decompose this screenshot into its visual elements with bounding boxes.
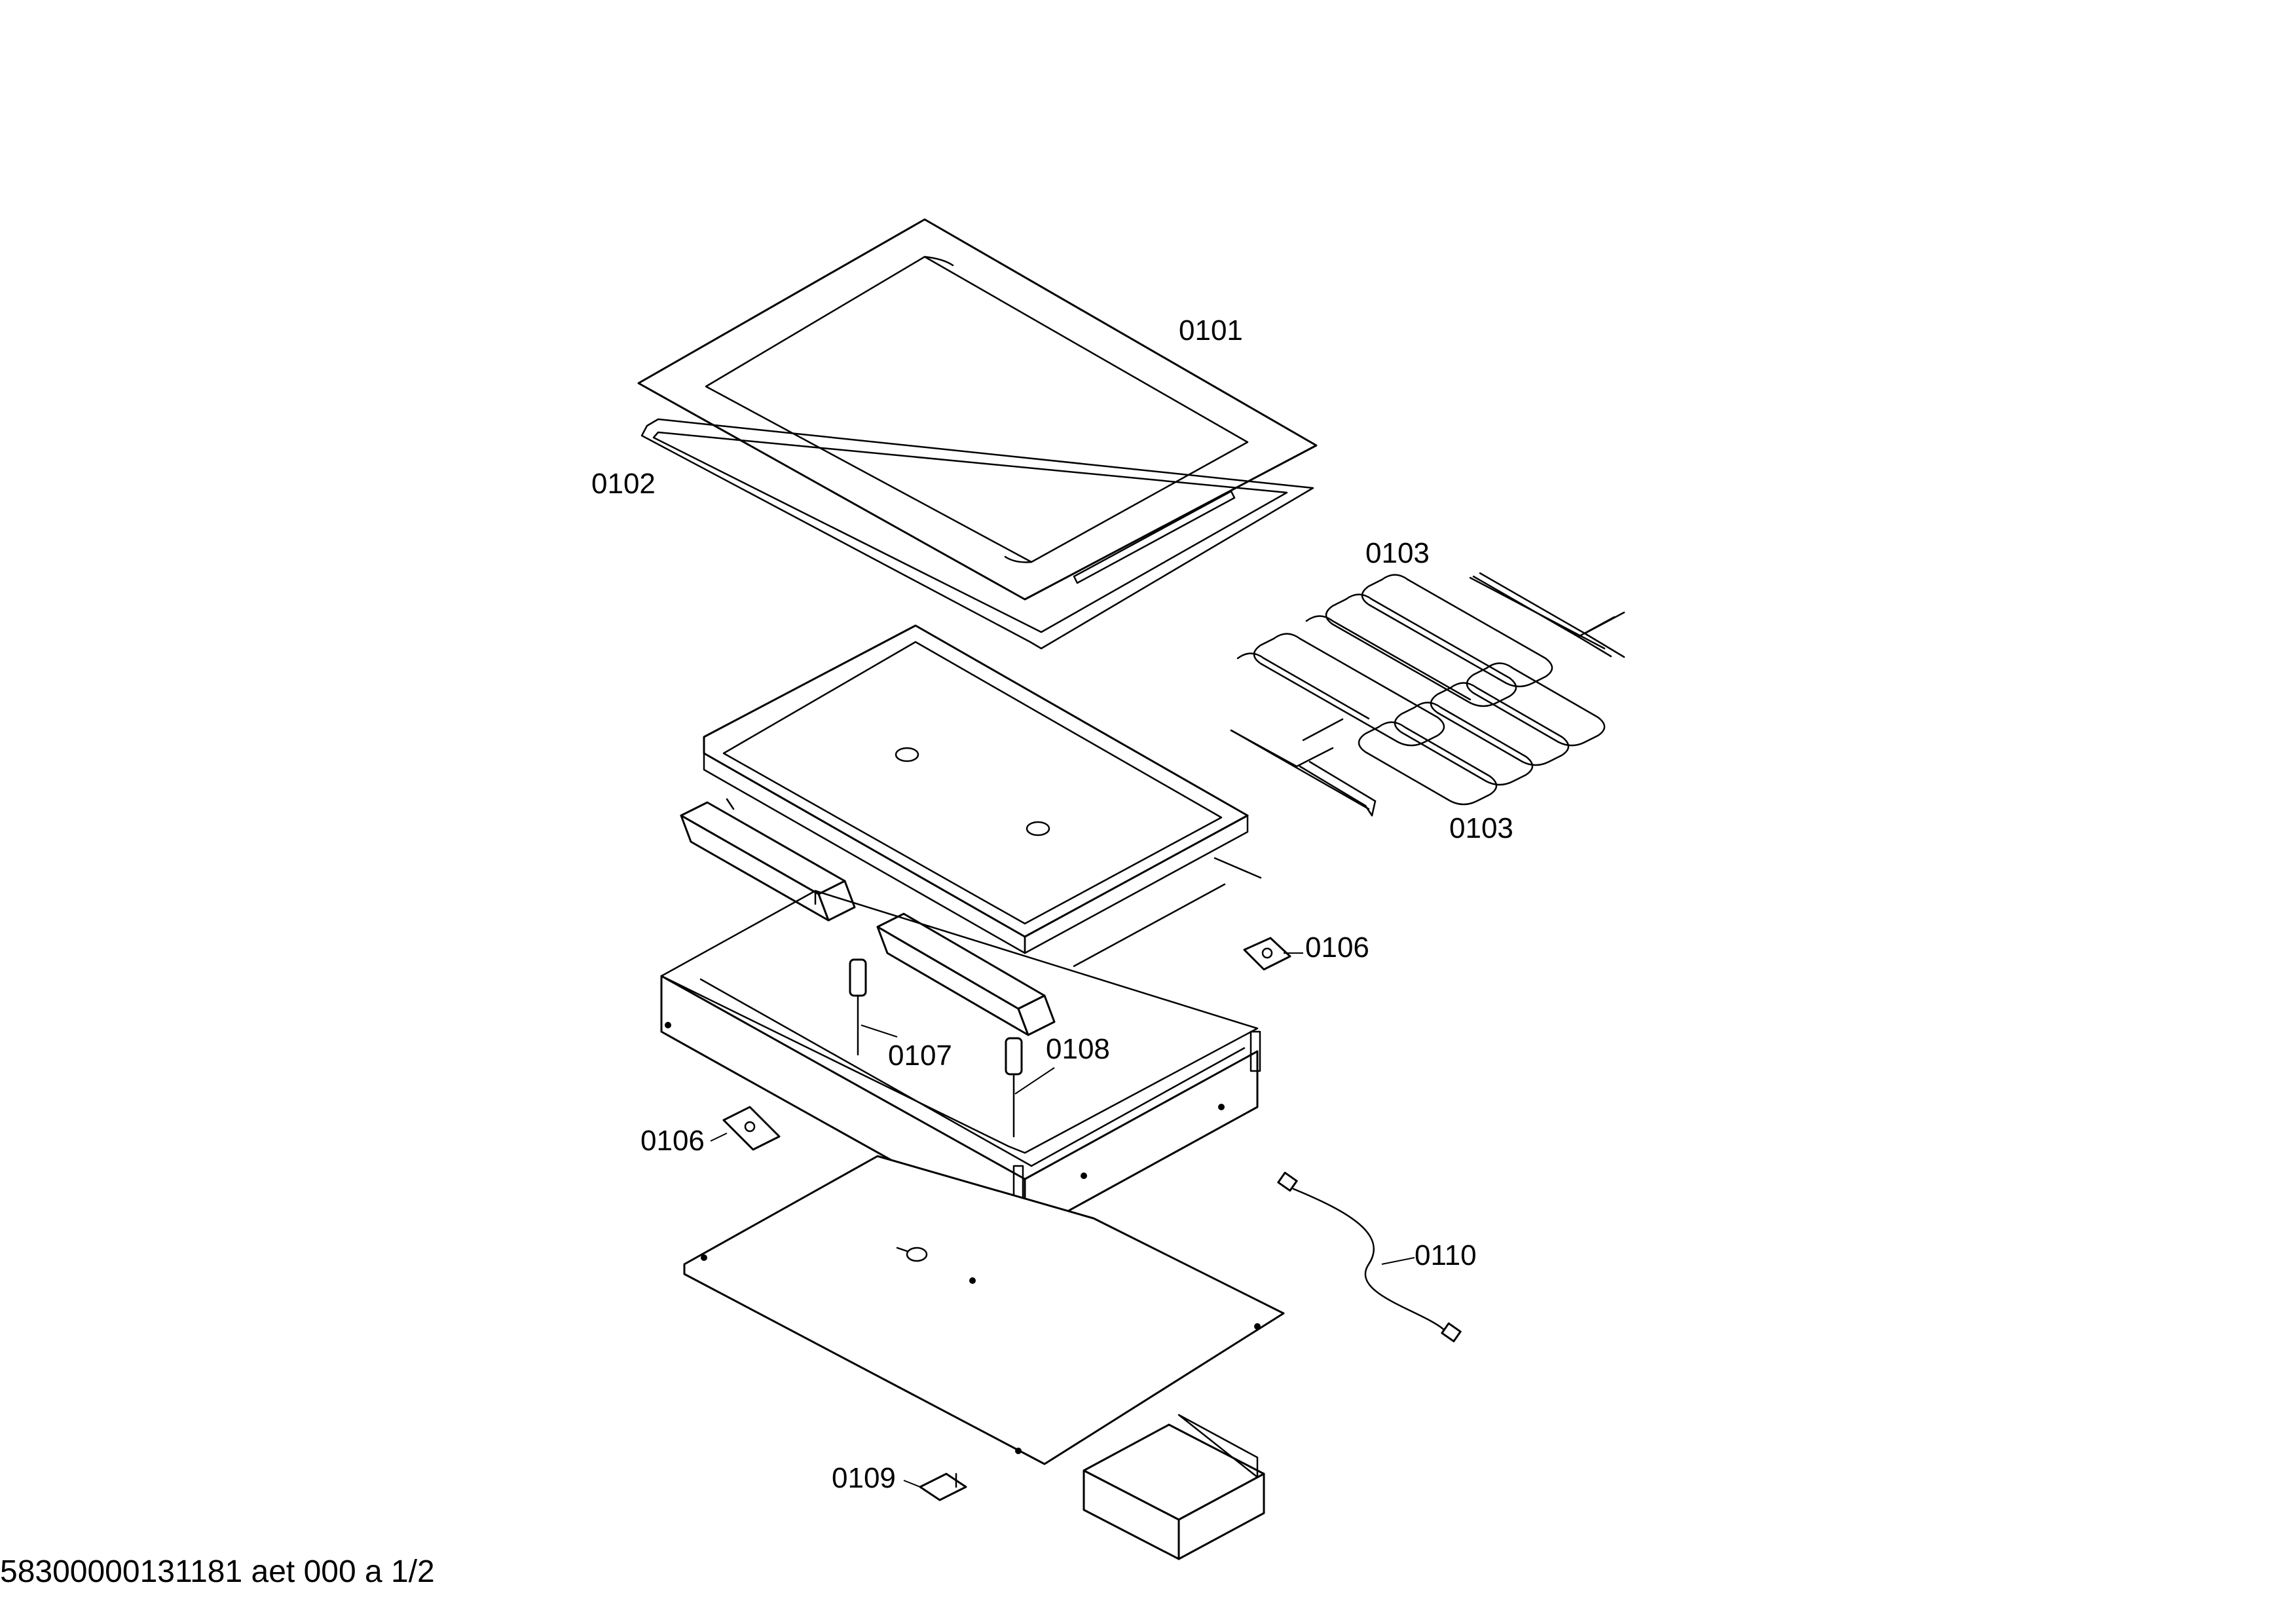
part-bottom-plate (683, 1155, 1285, 1465)
callout-0103-bottom: 0103 (1449, 812, 1513, 844)
part-cable-0110 (1277, 1171, 1462, 1343)
callout-0106-left: 0106 (640, 1125, 705, 1157)
document-id-footer: 58300000131181 aet 000 a 1/2 (0, 1554, 435, 1589)
part-sensor-0108 (1005, 1037, 1023, 1138)
part-bracket-0109 (919, 1473, 967, 1501)
part-clip-right (1243, 937, 1291, 971)
part-electronics-box (1083, 1414, 1265, 1560)
callout-0101: 0101 (1179, 314, 1243, 347)
leader-lines (710, 952, 1415, 1488)
callout-0102: 0102 (591, 468, 656, 500)
part-glass-top-plate (637, 218, 1318, 601)
callout-0103-top: 0103 (1365, 537, 1430, 569)
part-clip-left (722, 1106, 781, 1151)
part-griddle-pan (703, 624, 1249, 954)
callout-0106-right: 0106 (1305, 931, 1369, 964)
part-sensor-0107 (849, 958, 867, 1056)
part-seal-frame (640, 418, 1314, 650)
callout-0109: 0109 (832, 1462, 896, 1494)
callout-0107: 0107 (888, 1040, 952, 1072)
part-heating-tubes (680, 798, 1262, 1036)
callout-0110: 0110 (1415, 1239, 1477, 1271)
callout-0108: 0108 (1046, 1033, 1110, 1065)
part-heating-element-bottom (1230, 662, 1606, 817)
part-heating-element-top (1236, 572, 1625, 747)
